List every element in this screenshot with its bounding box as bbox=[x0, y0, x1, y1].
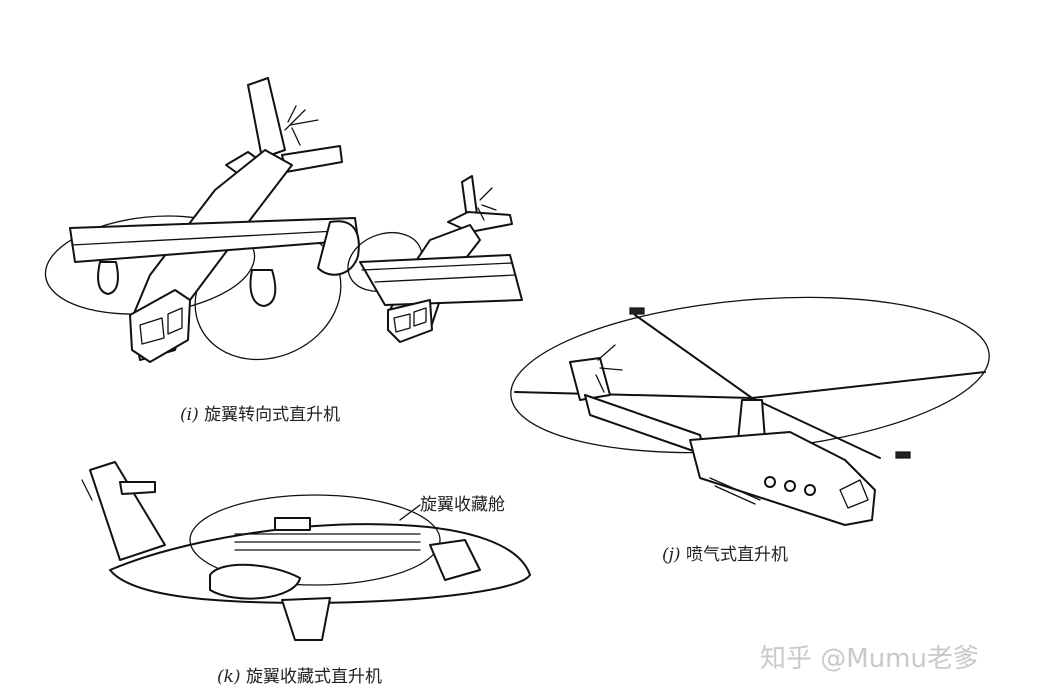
k-vertical-tail bbox=[89, 461, 166, 561]
stowed-rotor-hub bbox=[274, 517, 311, 531]
helicopter-cockpit bbox=[839, 479, 869, 509]
rotor-blade-1 bbox=[634, 314, 753, 399]
rotor-storage-bay-outline bbox=[189, 494, 441, 586]
caption-stowed-rotor: (k) 旋翼收藏式直升机 bbox=[217, 667, 382, 687]
jet-rotor-helicopter bbox=[510, 296, 990, 526]
tilt-rotor-aircraft-small bbox=[347, 175, 523, 343]
k-engine-pod bbox=[209, 563, 301, 600]
tail-propeller bbox=[284, 105, 319, 146]
engine-pod-left bbox=[97, 261, 119, 295]
tip-jet-3 bbox=[895, 451, 911, 459]
rotor-blade-4 bbox=[514, 391, 753, 399]
k-cockpit bbox=[429, 539, 481, 581]
tip-jet-1 bbox=[629, 307, 645, 315]
callout-rotor-bay: 旋翼收藏舱 bbox=[420, 495, 505, 515]
cockpit-nose bbox=[129, 289, 191, 363]
rotor-blade-3 bbox=[751, 397, 881, 459]
cockpit-windows bbox=[139, 307, 183, 345]
engine-intake bbox=[709, 477, 761, 505]
rotor-blade-2 bbox=[751, 371, 986, 399]
small-tail-propeller bbox=[477, 187, 497, 221]
k-ventral-fin bbox=[281, 597, 331, 641]
watermark: 知乎 @Mumu老爹 bbox=[760, 644, 979, 674]
engine-pod-right bbox=[249, 269, 277, 307]
stowed-rotor-aircraft bbox=[81, 461, 531, 641]
small-wing bbox=[359, 254, 523, 306]
caption-tilt-rotor: (i) 旋翼转向式直升机 bbox=[180, 405, 341, 425]
tail-rotor bbox=[595, 344, 623, 393]
tilt-rotor-aircraft-large bbox=[44, 77, 360, 363]
k-horizontal-tail bbox=[119, 481, 156, 495]
helicopter-fuselage bbox=[689, 431, 876, 526]
caption-jet-rotor: (j) 喷气式直升机 bbox=[662, 545, 788, 565]
vertical-tail bbox=[247, 77, 286, 159]
horizontal-tail-right bbox=[281, 145, 343, 173]
stowed-rotor-blades bbox=[234, 533, 421, 551]
